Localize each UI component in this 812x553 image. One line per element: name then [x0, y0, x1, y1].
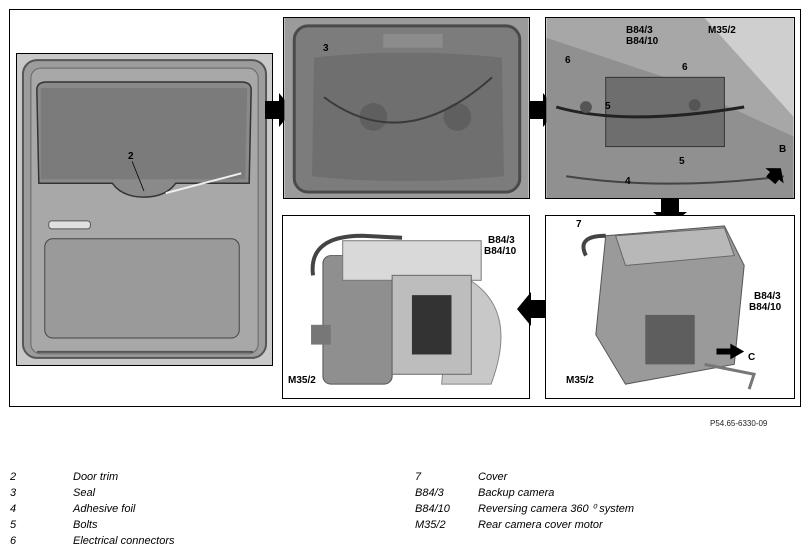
camera-module-illustration [283, 216, 529, 398]
cover-illustration [546, 216, 794, 398]
label-b: B [779, 144, 787, 155]
label-6b: 6 [682, 62, 688, 73]
panel-seal: 3 [283, 17, 530, 199]
connectors-illustration [546, 18, 794, 198]
seal-illustration [284, 18, 529, 198]
panel-door-trim: 2 [16, 53, 273, 366]
label-2: 2 [128, 151, 134, 162]
panel-connectors: 6 B84/3 B84/10 M35/2 5 6 5 4 B [545, 17, 795, 199]
label-b84-10: B84/10 [626, 36, 659, 47]
panel-cover: 7 B84/3 B84/10 C M35/2 [545, 215, 795, 399]
label-m35-2: M35/2 [566, 375, 594, 386]
label-5b: 5 [679, 156, 685, 167]
label-m35-2: M35/2 [288, 375, 316, 386]
label-m35-2: M35/2 [708, 25, 736, 36]
label-3: 3 [323, 43, 329, 54]
label-b84-3: B84/3 [626, 25, 653, 36]
label-5a: 5 [605, 101, 611, 112]
label-4: 4 [625, 176, 631, 187]
arrow-left-icon [517, 292, 545, 326]
door-trim-illustration [17, 54, 272, 365]
label-b84-3: B84/3 [754, 291, 781, 302]
label-6a: 6 [565, 55, 571, 66]
figure-reference: P54.65-6330-09 [710, 419, 768, 428]
label-7: 7 [576, 219, 582, 230]
label-c: C [748, 352, 756, 363]
label-b84-3: B84/3 [488, 235, 515, 246]
label-b84-10: B84/10 [484, 246, 517, 257]
label-b84-10: B84/10 [749, 302, 782, 313]
leader-line [131, 161, 145, 192]
panel-camera-module: B84/3 B84/10 M35/2 [282, 215, 530, 399]
